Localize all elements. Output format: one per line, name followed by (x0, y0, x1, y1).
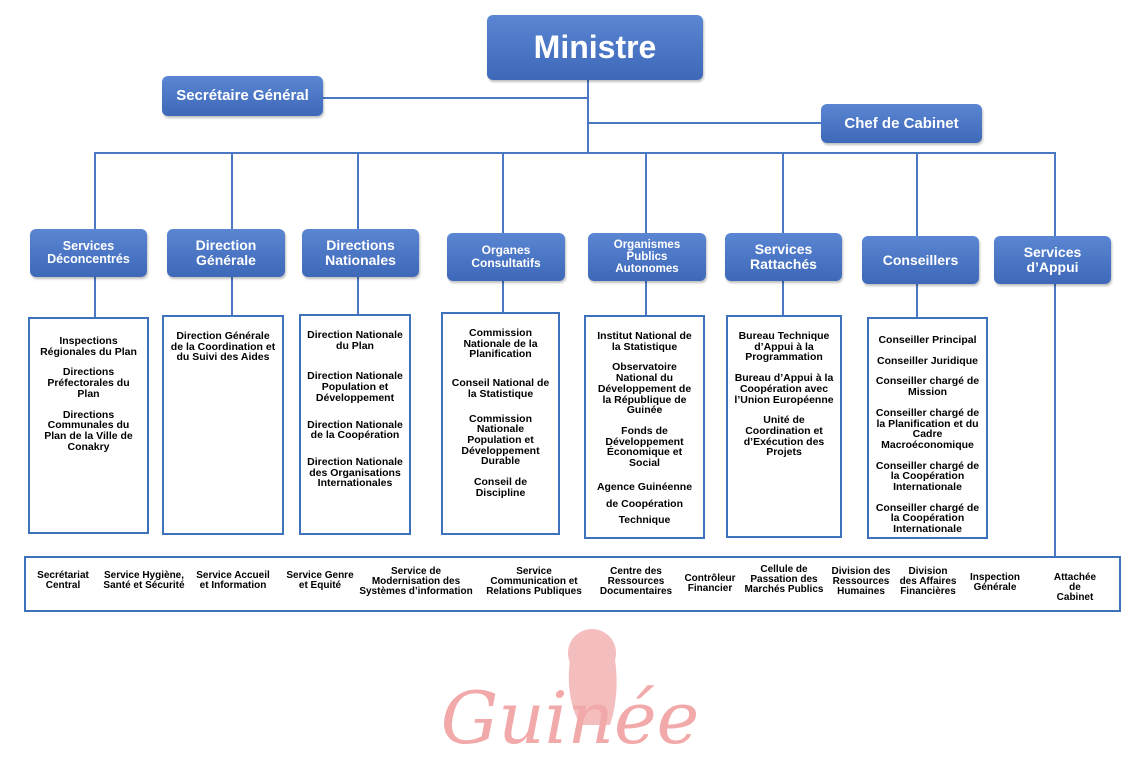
support-service: Inspection Générale (969, 572, 1021, 594)
list-item: Inspections Régionales du Plan (40, 335, 137, 358)
list-item: Direction Nationale de la Coopération (307, 418, 403, 442)
list-item: Bureau Technique d’Appui à la Programmat… (738, 330, 830, 364)
list-item: Conseiller chargé de la Coopération Inte… (875, 459, 980, 494)
category-services-deconcentres: Services Déconcentrés (30, 229, 147, 277)
support-service: Secrétariat Central (37, 570, 89, 592)
minister-box: Ministre (487, 15, 703, 80)
list-item: Unité de Coordination et d’Exécution des… (743, 414, 825, 459)
category-services-rattaches: Services Rattachés (725, 233, 842, 281)
category-conseillers: Conseillers (862, 236, 979, 284)
list-item: Conseil National de la Statistique (451, 377, 550, 400)
list-item: Direction Générale de la Coordination et… (170, 330, 276, 364)
list-item: Bureau d’Appui à la Coopération avec l’U… (734, 372, 834, 406)
category-directions-nationales: Directions Nationales (302, 229, 419, 277)
list-item: Direction Nationale du Plan (307, 329, 403, 352)
connector (502, 152, 504, 313)
support-service: Service Accueil et Information (196, 570, 270, 592)
secretary-general-box: Secrétaire Général (162, 76, 323, 116)
list-item: Institut National de la Statistique (597, 330, 692, 353)
conseillers-list: Conseiller Principal Conseiller Juridiqu… (867, 317, 988, 539)
support-services-box: Secrétariat Central Service Hygiène, San… (24, 556, 1121, 612)
support-service: Service Hygiène, Santé et Sécurité (103, 570, 185, 592)
list-item: Conseiller Juridique (877, 354, 978, 367)
support-service: Division des Affaires Financières (899, 566, 957, 598)
connector (94, 152, 1056, 154)
category-organismes-publics: Organismes Publics Autonomes (588, 233, 706, 281)
directions-nationales-list: Direction Nationale du Plan Direction Na… (299, 314, 411, 535)
organes-consultatifs-list: Commission Nationale de la Planification… (441, 312, 560, 535)
list-item: Fonds de Développement Économique et Soc… (605, 424, 684, 470)
connector (588, 122, 821, 124)
category-services-appui: Services d’Appui (994, 236, 1111, 284)
svg-text:Guinée: Guinée (441, 676, 700, 755)
list-item: Directions Préfectorales du Plan (47, 366, 130, 400)
list-item: Direction Nationale Population et Dévelo… (307, 370, 403, 404)
support-service: Attachée de Cabinet (1053, 572, 1097, 604)
category-organes-consultatifs: Organes Consultatifs (447, 233, 565, 281)
connector (587, 80, 589, 154)
services-rattaches-list: Bureau Technique d’Appui à la Programmat… (726, 315, 842, 538)
support-service: Service Communication et Relations Publi… (486, 566, 582, 598)
support-service: Division des Ressources Humaines (831, 566, 891, 598)
direction-generale-list: Direction Générale de la Coordination et… (162, 315, 284, 535)
list-item: Agence Guinéenne de Coopération Techniqu… (596, 480, 693, 527)
connector (323, 97, 588, 99)
organismes-publics-list: Institut National de la Statistique Obse… (584, 315, 705, 539)
list-item: Directions Communales du Plan de la Vill… (44, 408, 133, 453)
list-item: Direction Nationale des Organisations In… (307, 455, 403, 490)
guinee-watermark-logo: Guinée (441, 629, 700, 755)
support-service: Contrôleur Financier (684, 573, 736, 595)
connector (1054, 152, 1056, 557)
support-service: Service Genre et Equité (286, 570, 354, 592)
list-item: Conseil de Discipline (473, 476, 528, 499)
list-item: Conseiller chargé de la Coopération Inte… (875, 501, 980, 536)
support-service: Centre des Ressources Documentaires (599, 566, 673, 598)
list-item: Commission Nationale de la Planification (463, 327, 538, 361)
support-service: Service de Modernisation des Systèmes d’… (359, 566, 473, 598)
list-item: Conseiller Principal (878, 334, 977, 346)
support-service: Cellule de Passation des Marchés Publics (744, 564, 824, 596)
list-item: Commission Nationale Population et Dével… (461, 412, 540, 468)
services-deconcentres-list: Inspections Régionales du Plan Direction… (28, 317, 149, 534)
list-item: Conseiller chargé de Mission (875, 375, 980, 399)
list-item: Observatoire National du Développement d… (597, 361, 692, 417)
category-direction-generale: Direction Générale (167, 229, 285, 277)
chief-of-cabinet-box: Chef de Cabinet (821, 104, 982, 143)
list-item: Conseiller chargé de la Planification et… (875, 406, 980, 451)
connector (916, 152, 918, 318)
